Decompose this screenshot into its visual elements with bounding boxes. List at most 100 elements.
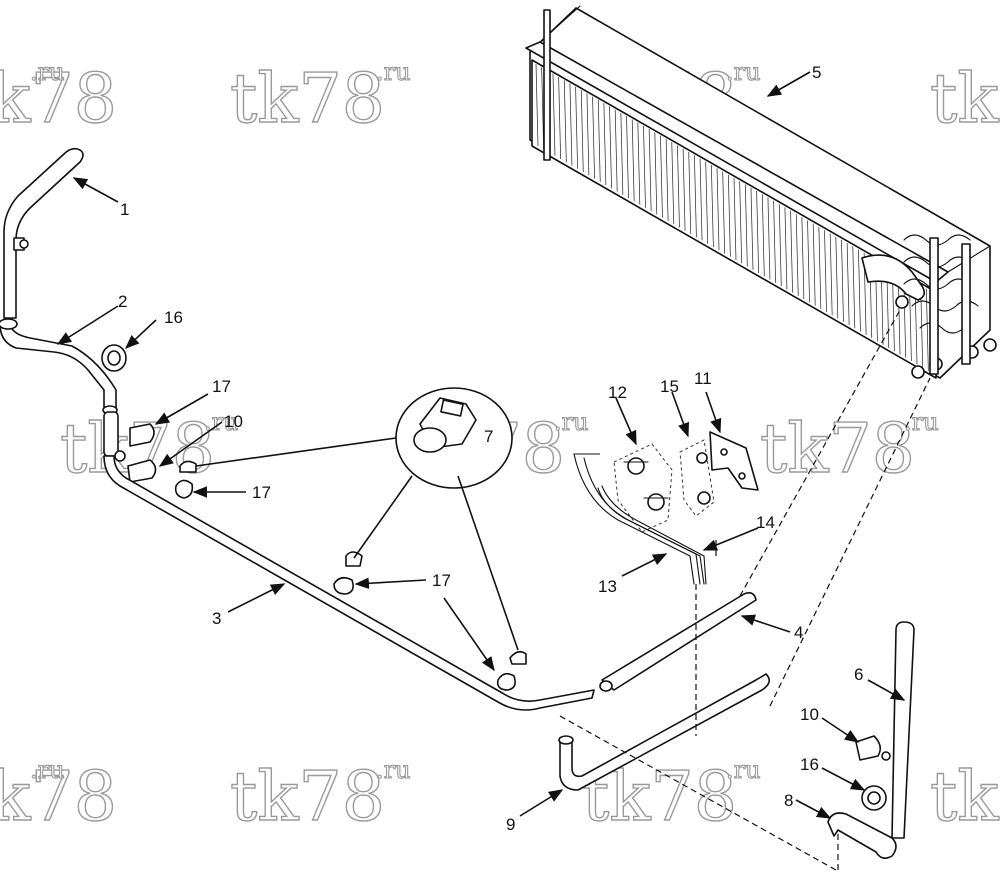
core-fin [597, 99, 601, 182]
core-fin [773, 200, 776, 283]
core-fin [569, 83, 573, 166]
watermark: tk78 [929, 59, 1000, 139]
core-fin [682, 148, 686, 231]
core-fin [626, 116, 629, 199]
watermark-suffix: .ru [30, 756, 65, 784]
watermark: tk78.ru [0, 57, 118, 139]
core-fin [563, 80, 567, 163]
core-fin [592, 96, 595, 179]
fittings-group-left [103, 411, 197, 499]
callout-7: 7 [484, 427, 493, 446]
callout-14: 14 [756, 513, 775, 532]
watermark-suffix: .ru [904, 408, 939, 436]
core-fin [535, 63, 539, 147]
callout-5: 5 [812, 63, 821, 82]
tube-part-9 [558, 673, 770, 791]
watermark: tk78 [929, 757, 1000, 837]
core-fin [654, 132, 658, 215]
core-fin [716, 168, 720, 251]
core-fin [807, 220, 810, 303]
core-fin [620, 112, 624, 195]
core-fin [841, 239, 844, 322]
watermark: tk78.ru [759, 407, 939, 489]
core-fin [609, 106, 612, 189]
hose-part-6 [891, 621, 915, 839]
valve-part-12 [613, 443, 673, 533]
core-fin [801, 217, 805, 300]
watermark-suffix: .ru [376, 58, 411, 86]
clip-group-part-17 [333, 551, 527, 691]
watermark-text: tk78 [230, 60, 385, 139]
core-fin [852, 246, 856, 329]
core-fin [778, 204, 782, 287]
core-fins [535, 63, 929, 371]
core-fin [835, 236, 839, 319]
callout-17: 17 [212, 377, 231, 396]
watermark-suffix: .ru [726, 756, 761, 784]
callout-2: 2 [118, 292, 127, 311]
callout-16: 16 [164, 308, 183, 327]
callout-13: 13 [598, 577, 617, 596]
core-fin [750, 187, 754, 270]
watermark-suffix: .ru [376, 756, 411, 784]
callout-17: 17 [432, 571, 451, 590]
plate-part-11 [679, 431, 759, 517]
grommet-part-16 [101, 344, 127, 372]
callout-4: 4 [794, 623, 803, 642]
core-fin [824, 230, 827, 313]
core-fin [677, 145, 680, 228]
core-fin [603, 103, 607, 186]
watermark-text: tk78 [930, 60, 1000, 139]
core-fin [575, 86, 578, 169]
heater-core-part-5 [525, 5, 997, 379]
core-fin [614, 109, 618, 192]
watermark: tk78.ru [229, 755, 411, 837]
core-fin [739, 181, 743, 264]
callout-12: 12 [608, 383, 627, 402]
callout-labels: 1 2 16 17 10 17 7 3 17 5 12 15 11 14 13 … [118, 63, 863, 834]
callout-10: 10 [800, 705, 819, 724]
core-fin [694, 155, 697, 238]
core-fin [733, 177, 737, 261]
core-fin [756, 191, 759, 274]
assembly-lines [559, 309, 931, 871]
core-fin [795, 213, 799, 296]
core-fin [761, 194, 765, 277]
watermark-text: tk78 [760, 410, 915, 489]
core-fin [846, 243, 850, 326]
core-fin [818, 226, 822, 309]
callout-11: 11 [694, 369, 712, 388]
core-fin [711, 164, 714, 247]
watermark-suffix: .ru [30, 58, 65, 86]
core-fin [637, 122, 641, 205]
core-fin [699, 158, 703, 241]
core-fin [812, 223, 816, 306]
core-fin [784, 207, 788, 290]
bracket-detail-part-7 [395, 387, 513, 489]
watermark-text: tk78 [0, 60, 117, 139]
watermark: tk78.ru [229, 57, 411, 139]
callout-10: 10 [224, 412, 243, 431]
core-fin [660, 135, 663, 218]
core-fin [586, 93, 590, 176]
callout-9: 9 [506, 815, 515, 834]
core-fin [643, 125, 646, 208]
core-fin [558, 77, 561, 160]
watermark: tk78.ru [0, 755, 118, 837]
fitting-part-10 [855, 735, 891, 761]
callout-3: 3 [212, 609, 221, 628]
core-fin [631, 119, 635, 202]
core-fin [671, 142, 675, 225]
core-fin [767, 197, 771, 280]
core-fin [722, 171, 726, 254]
core-fin [552, 73, 556, 156]
watermark-suffix: .ru [726, 58, 761, 86]
hose-part-2 [0, 318, 118, 415]
callout-6: 6 [854, 665, 863, 684]
callout-17: 17 [252, 483, 271, 502]
callout-16: 16 [800, 755, 819, 774]
hose-part-1 [3, 147, 84, 319]
core-fin [925, 288, 929, 371]
